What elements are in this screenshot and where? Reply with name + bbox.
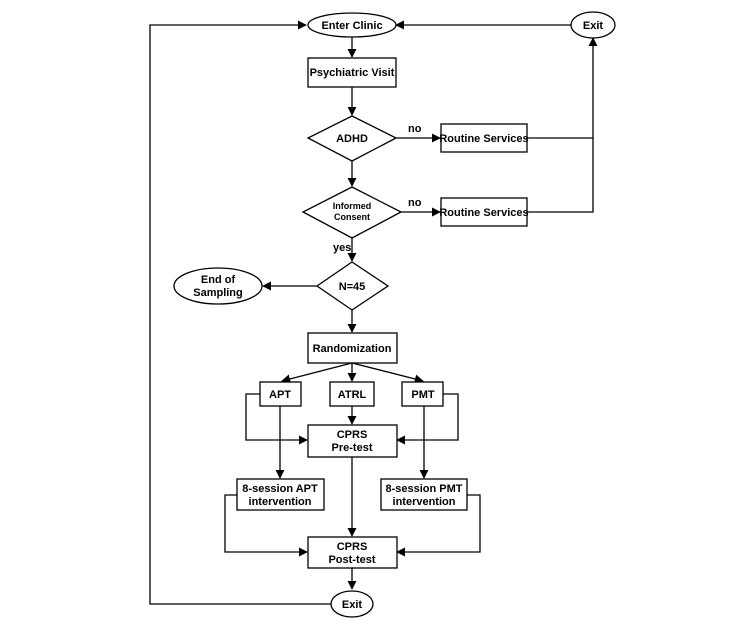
edge-rand-to-apt [281, 362, 353, 384]
node-routine-services-2-label: Routine Services [439, 207, 528, 219]
node-apt-session: 8-session APT intervention [236, 478, 325, 511]
node-cprs-posttest: CPRS Post-test [307, 536, 398, 569]
node-end-of-sampling-label-line2: Sampling [193, 287, 243, 299]
node-enter-clinic-label: Enter Clinic [321, 20, 382, 32]
node-exit-top-label: Exit [583, 20, 604, 32]
node-routine-services-1: Routine Services [439, 123, 529, 153]
edge-label-consent-no: no [408, 197, 422, 209]
node-pmt-session: 8-session PMT intervention [380, 478, 468, 511]
node-adhd-decision: ADHD [306, 115, 398, 162]
node-n45-decision: N=45 [315, 261, 390, 311]
node-apt-label: APT [269, 389, 291, 401]
node-adhd-label: ADHD [336, 133, 368, 145]
edge-pmt-session-to-cprs-post [396, 494, 481, 557]
edge-apt-to-cprs-pre [245, 393, 308, 445]
edge-label-consent-yes: yes [333, 242, 351, 254]
node-n45-label: N=45 [339, 281, 366, 293]
node-pmt-session-label-line2: intervention [393, 496, 456, 508]
node-exit-bottom-label: Exit [342, 599, 363, 611]
node-psychiatric-visit-label: Psychiatric Visit [310, 67, 395, 79]
edge-label-adhd-no: no [408, 123, 422, 135]
connectors [149, 20, 598, 605]
node-apt-session-label-line1: 8-session APT [242, 483, 318, 495]
node-randomization: Randomization [307, 332, 398, 364]
edge-pmt-to-cprs-pre [396, 393, 459, 445]
node-randomization-label: Randomization [313, 343, 392, 355]
node-informed-consent-label-line1: Informed [333, 201, 372, 211]
node-atrl: ATRL [329, 381, 375, 407]
edge-routine1-to-exit [527, 37, 598, 139]
node-cprs-posttest-label-line2: Post-test [328, 554, 375, 566]
node-enter-clinic: Enter Clinic [307, 12, 397, 38]
edge-rand-to-pmt [351, 362, 424, 384]
node-end-of-sampling-label-line1: End of [201, 274, 236, 286]
edge-apt-session-to-cprs-post [224, 494, 308, 557]
node-informed-consent-label-line2: Consent [334, 212, 370, 222]
node-apt: APT [259, 381, 302, 407]
node-informed-consent-decision: Informed Consent [301, 186, 403, 239]
node-cprs-posttest-label-line1: CPRS [337, 541, 368, 553]
node-exit-top: Exit [570, 11, 616, 39]
node-cprs-pretest-label-line2: Pre-test [332, 442, 373, 454]
node-cprs-pretest-label-line1: CPRS [337, 429, 368, 441]
node-psychiatric-visit: Psychiatric Visit [307, 57, 397, 88]
node-routine-services-1-label: Routine Services [439, 133, 528, 145]
edge-exit-loop-to-enter [149, 20, 331, 605]
node-atrl-label: ATRL [338, 389, 367, 401]
node-pmt-label: PMT [411, 389, 435, 401]
node-exit-bottom: Exit [330, 590, 374, 618]
node-pmt-session-label-line1: 8-session PMT [385, 483, 462, 495]
edge-routine2-to-exit [527, 138, 594, 213]
node-routine-services-2: Routine Services [439, 197, 529, 227]
node-cprs-pretest: CPRS Pre-test [307, 424, 398, 458]
node-pmt: PMT [401, 381, 444, 407]
node-apt-session-label-line2: intervention [249, 496, 312, 508]
node-end-of-sampling: End of Sampling [173, 267, 263, 305]
